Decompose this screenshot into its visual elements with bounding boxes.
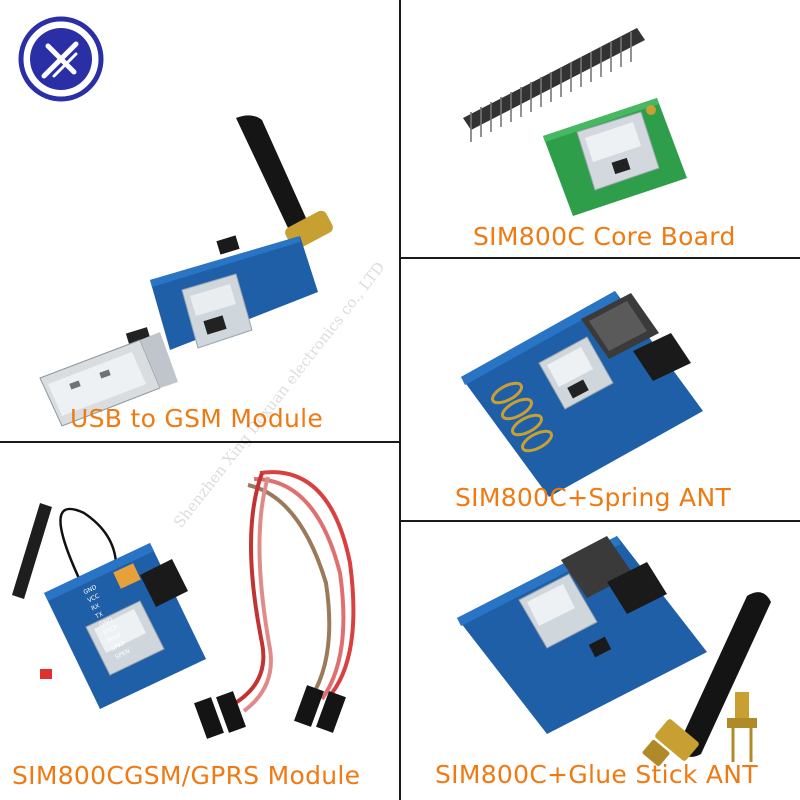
caption-gprs-module: SIM800CGSM/GPRS Module (12, 761, 361, 790)
panel-core-board: SIM800C Core Board (401, 0, 800, 257)
usb-gsm-illustration (39, 115, 333, 427)
brand-logo-icon (18, 16, 104, 102)
caption-glue-stick: SIM800C+Glue Stick ANT (435, 760, 758, 789)
caption-usb-gsm: USB to GSM Module (70, 404, 324, 433)
core-board-illustration (463, 28, 687, 216)
spring-ant-illustration (461, 291, 703, 497)
gprs-module-illustration (12, 470, 356, 739)
divider-right-middle (400, 520, 800, 522)
panel-glue-stick: SIM800C+Glue Stick ANT (401, 522, 800, 800)
divider-vertical (399, 0, 401, 800)
panel-usb-gsm: USB to GSM Module (0, 0, 399, 441)
glue-stick-illustration (457, 536, 771, 767)
divider-left-horizontal (0, 441, 400, 443)
divider-right-top (400, 257, 800, 259)
caption-spring-ant: SIM800C+Spring ANT (455, 483, 732, 512)
panel-spring-ant: SIM800C+Spring ANT (401, 259, 800, 520)
panel-gprs-module: GND VCC RX TX GND RTCP MINP SPKP SPKN SI… (0, 443, 399, 800)
caption-core-board: SIM800C Core Board (473, 222, 736, 251)
